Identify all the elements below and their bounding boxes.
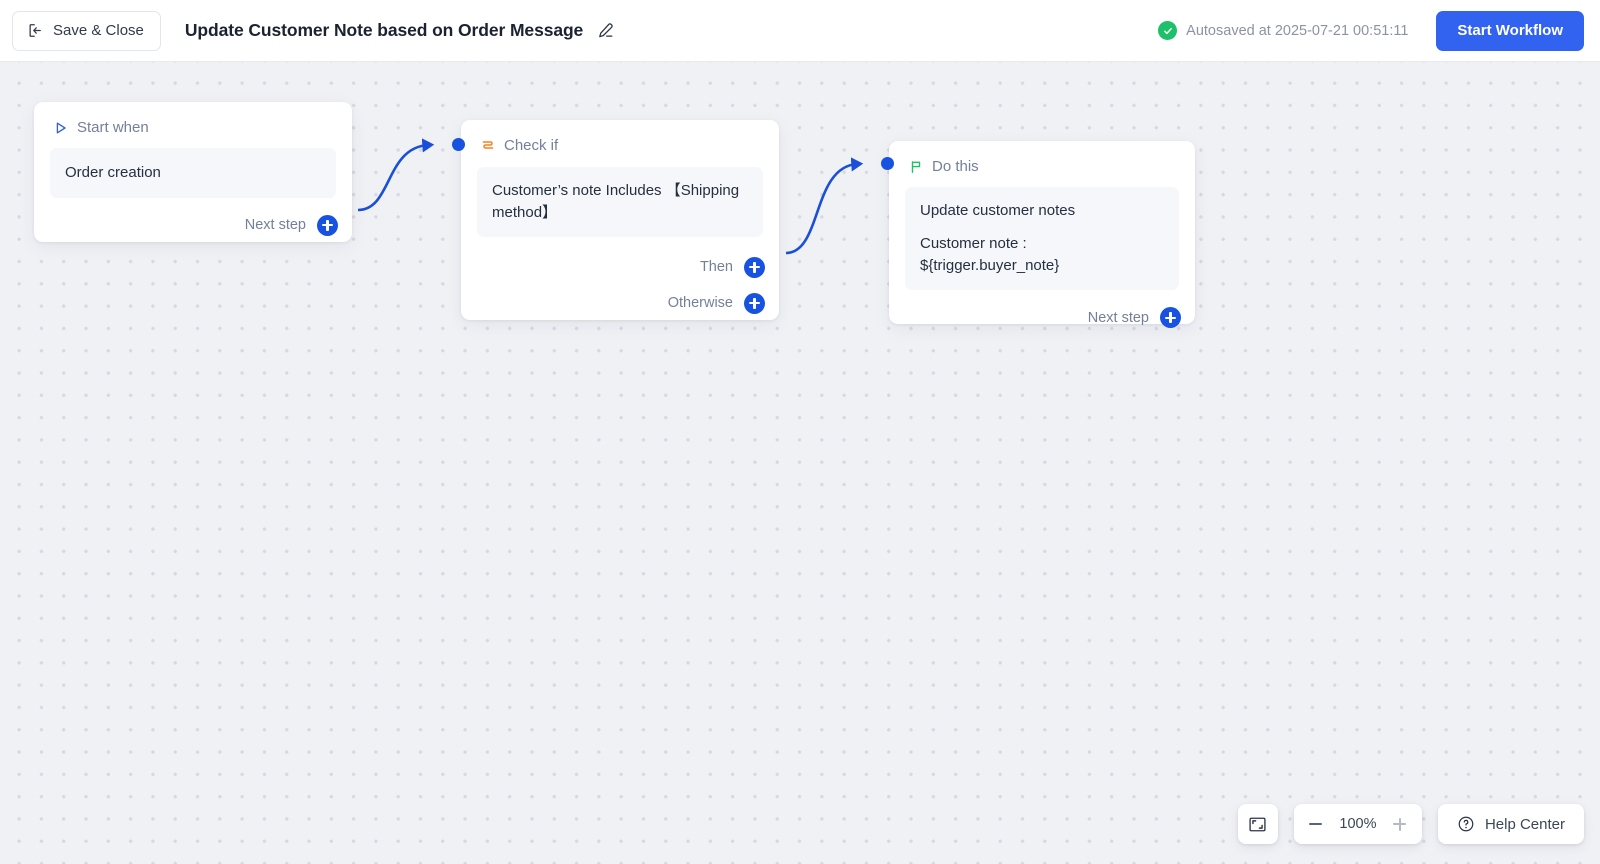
app-header: Save & Close Update Customer Note based …	[0, 0, 1600, 62]
flag-icon	[909, 160, 923, 174]
add-next-step-button[interactable]	[1160, 307, 1181, 329]
start-workflow-button[interactable]: Start Workflow	[1436, 10, 1584, 51]
exit-arrow-icon	[27, 22, 44, 39]
node-do-this-title: Do this	[932, 158, 979, 175]
node-check-if-port-otherwise[interactable]: Otherwise	[461, 292, 779, 314]
fit-to-screen-icon	[1248, 815, 1267, 834]
check-circle-icon	[1158, 21, 1178, 40]
node-start-when[interactable]: Start when Order creation Next step	[34, 102, 352, 242]
node-start-when-header: Start when	[34, 102, 352, 136]
node-start-when-body[interactable]: Order creation	[50, 148, 336, 198]
port-label-then: Then	[699, 259, 733, 275]
plus-icon[interactable]	[744, 292, 765, 314]
port-label-next-step: Next step	[1087, 309, 1149, 326]
fit-to-screen-button[interactable]	[1238, 804, 1278, 844]
node-do-this-body[interactable]: Update customer notes Customer note : ${…	[905, 187, 1179, 291]
node-check-if-input-port[interactable]	[452, 138, 465, 151]
save-and-close-label: Save & Close	[53, 22, 144, 39]
node-check-if-condition: Customer’s note Includes 【Shipping metho…	[492, 182, 740, 221]
question-circle-icon	[1457, 815, 1475, 833]
node-check-if-port-then[interactable]: Then	[461, 256, 779, 278]
fit-to-screen-group	[1237, 804, 1278, 844]
port-label-next-step: Next step	[244, 217, 306, 234]
canvas-controls: 100% Help Center	[1237, 804, 1584, 844]
node-do-this-line-1: Customer note : ${trigger.buyer_note}	[920, 234, 1060, 274]
minus-icon	[1309, 823, 1323, 825]
autosave-text: Autosaved at 2025-07-21 00:51:11	[1186, 22, 1409, 39]
node-do-this-port-next-step[interactable]: Next step	[889, 307, 1195, 329]
node-do-this[interactable]: Do this Update customer notes Customer n…	[889, 141, 1195, 329]
node-start-when-port-next-step[interactable]: Next step	[34, 214, 352, 236]
add-then-branch-button[interactable]	[744, 256, 765, 278]
node-check-if-header: Check if	[461, 120, 779, 154]
plus-icon[interactable]	[317, 214, 338, 236]
page-title: Update Customer Note based on Order Mess…	[184, 20, 584, 40]
workflow-title-group: Update Customer Note based on Order Mess…	[185, 20, 615, 41]
add-otherwise-branch-button[interactable]	[744, 292, 765, 314]
header-right-group: Autosaved at 2025-07-21 00:51:11 Start W…	[1158, 10, 1600, 51]
help-center-label: Help Center	[1484, 815, 1565, 833]
node-do-this-header: Do this	[889, 141, 1195, 175]
help-center-button[interactable]: Help Center	[1437, 804, 1584, 844]
node-check-if-title: Check if	[504, 137, 559, 154]
node-start-when-title: Start when	[77, 119, 149, 136]
pencil-icon[interactable]	[596, 21, 615, 40]
zoom-level-label: 100%	[1339, 816, 1377, 832]
node-check-if[interactable]: Check if Customer’s note Includes 【Shipp…	[461, 120, 779, 320]
add-next-step-button[interactable]	[317, 214, 338, 236]
zoom-out-button[interactable]	[1298, 804, 1334, 844]
plus-icon[interactable]	[1160, 307, 1181, 329]
play-triangle-icon	[54, 121, 68, 135]
edge-condition-to-action	[785, 157, 864, 255]
plus-icon[interactable]	[744, 256, 765, 278]
node-do-this-line-0: Update customer notes	[920, 202, 1076, 219]
zoom-in-button[interactable]	[1382, 804, 1418, 844]
zoom-controls: 100%	[1293, 804, 1422, 844]
edge-trigger-to-condition	[357, 138, 435, 212]
node-check-if-body[interactable]: Customer’s note Includes 【Shipping metho…	[477, 167, 763, 237]
node-start-when-line-0: Order creation	[65, 164, 161, 181]
branch-split-icon	[481, 139, 495, 153]
node-do-this-input-port[interactable]	[881, 157, 894, 170]
save-and-close-button[interactable]: Save & Close	[12, 10, 161, 51]
port-label-otherwise: Otherwise	[667, 295, 733, 311]
workflow-canvas[interactable]: Start when Order creation Next step Chec…	[0, 62, 1600, 864]
autosave-status: Autosaved at 2025-07-21 00:51:11	[1158, 21, 1408, 40]
plus-icon-vertical	[1398, 817, 1401, 831]
